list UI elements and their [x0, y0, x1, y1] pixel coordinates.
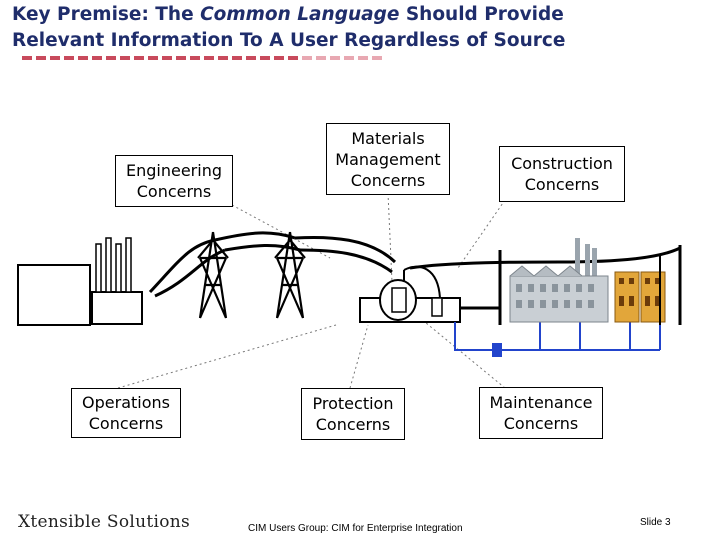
- materials-management-concerns-box: Materials Management Concerns: [326, 123, 450, 195]
- protection-concerns-box: Protection Concerns: [301, 388, 405, 440]
- rule-dash: [92, 56, 102, 60]
- meter-icon: [492, 343, 502, 357]
- rule-dash: [260, 56, 270, 60]
- rule-dash: [50, 56, 60, 60]
- transmission-tower-icon-1: [197, 231, 229, 319]
- title-underline-rule: [22, 56, 382, 60]
- title-line1-em: Common Language: [200, 4, 400, 25]
- rule-dash: [120, 56, 130, 60]
- rule-dash: [78, 56, 88, 60]
- substation-icon: [359, 265, 461, 323]
- footer-caption: CIM Users Group: CIM for Enterprise Inte…: [248, 523, 463, 534]
- operations-concerns-box: Operations Concerns: [71, 388, 181, 438]
- rule-dash: [288, 56, 298, 60]
- transmission-tower-icon-2: [274, 231, 306, 319]
- rule-dash: [162, 56, 172, 60]
- slide-number: Slide 3: [640, 517, 671, 528]
- distribution-bus: [454, 322, 661, 351]
- rule-dash: [344, 56, 354, 60]
- rule-dash: [330, 56, 340, 60]
- title-line2: Relevant Information To A User Regardles…: [12, 30, 566, 51]
- maintenance-concerns-box: Maintenance Concerns: [479, 387, 603, 439]
- rule-dash: [204, 56, 214, 60]
- rule-dash: [64, 56, 74, 60]
- connector-lines: [117, 192, 506, 389]
- rule-dash: [176, 56, 186, 60]
- rule-dash: [232, 56, 242, 60]
- rule-dash: [134, 56, 144, 60]
- rule-dash: [246, 56, 256, 60]
- slide-title: Key Premise: The Common Language Should …: [12, 2, 712, 54]
- title-line1-post: Should Provide: [399, 4, 564, 25]
- rule-dash: [302, 56, 312, 60]
- company-logo: Xtensible Solutions: [18, 512, 191, 532]
- rule-dash: [190, 56, 200, 60]
- rule-dash: [372, 56, 382, 60]
- rule-dash: [274, 56, 284, 60]
- rule-dash: [218, 56, 228, 60]
- construction-concerns-box: Construction Concerns: [499, 146, 625, 202]
- rule-dash: [106, 56, 116, 60]
- rule-dash: [316, 56, 326, 60]
- houses-icon: [614, 271, 666, 323]
- factory-icon: [509, 238, 609, 323]
- rule-dash: [358, 56, 368, 60]
- distribution-poles: [460, 245, 682, 325]
- rule-dash: [36, 56, 46, 60]
- rule-dash: [22, 56, 32, 60]
- generating-plant-icon: [17, 237, 143, 326]
- title-line1-pre: Key Premise: The: [12, 4, 201, 25]
- rule-dash: [148, 56, 158, 60]
- engineering-concerns-box: Engineering Concerns: [115, 155, 233, 207]
